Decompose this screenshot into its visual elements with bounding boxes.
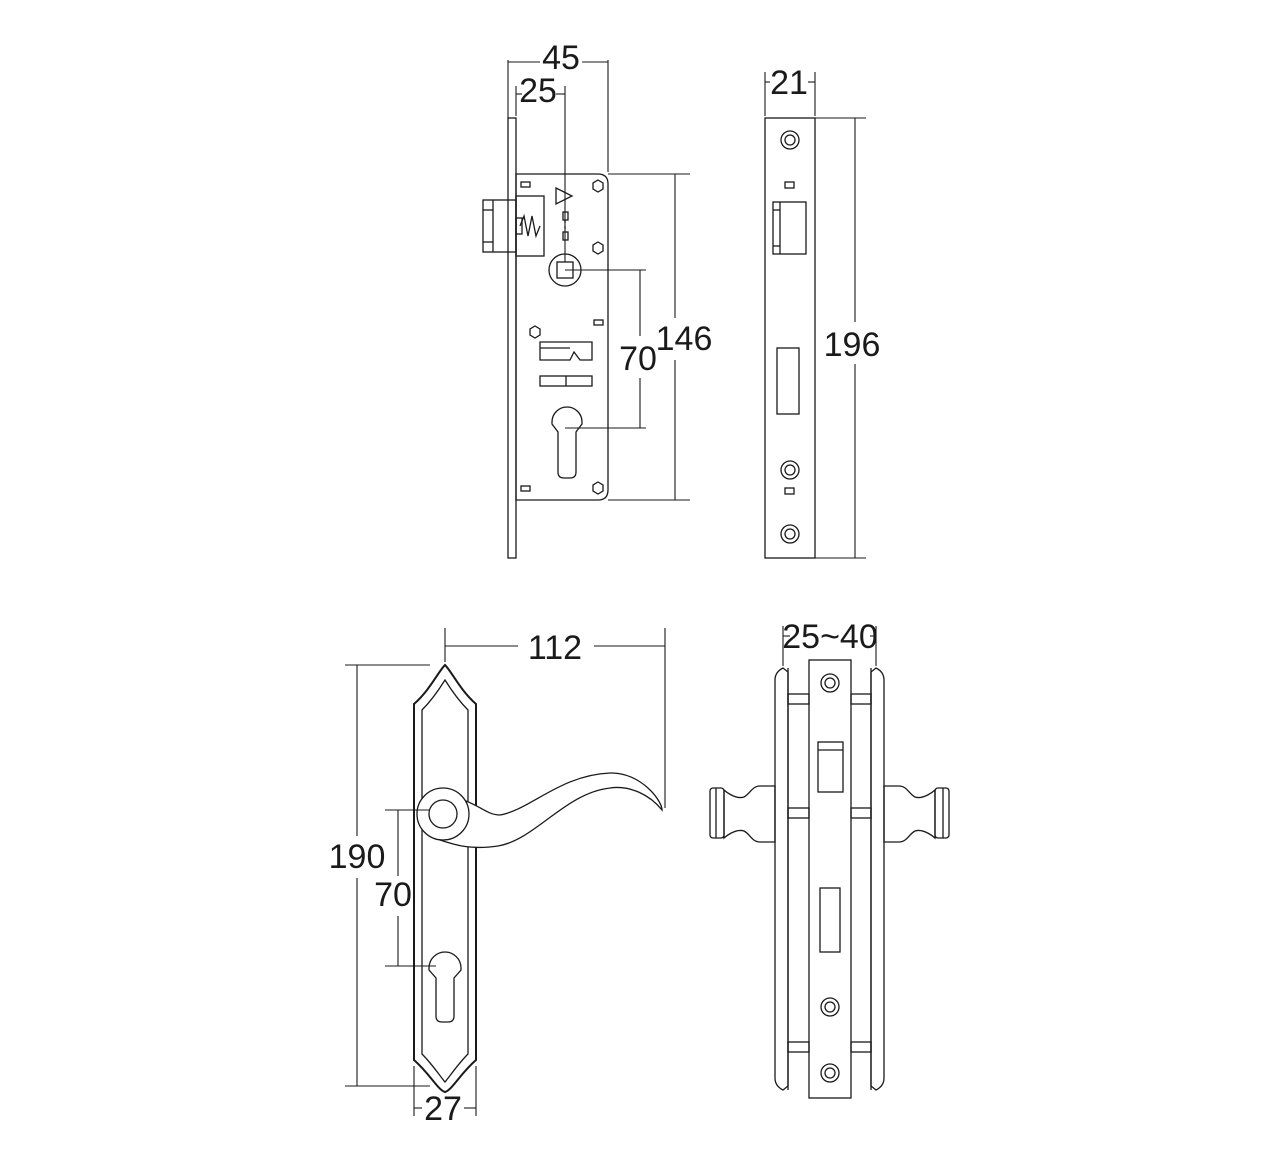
dim-faceplate-width: 21 xyxy=(770,64,808,102)
screw-icon xyxy=(592,481,604,495)
latch-bolt xyxy=(482,199,517,253)
latch-spring xyxy=(519,213,541,239)
lock-faceplate-edge xyxy=(507,117,517,559)
screw-hole-icon xyxy=(780,130,800,150)
screw-icon xyxy=(592,179,604,193)
lock-body-view: 45 25 70 146 xyxy=(482,39,713,559)
cylinder-hole xyxy=(551,406,583,479)
right-lever-profile xyxy=(883,785,950,843)
faceplate-view: 21 196 xyxy=(764,64,881,559)
latch-opening xyxy=(817,741,844,793)
screw-hole-icon xyxy=(820,997,840,1017)
lock-case xyxy=(515,173,609,501)
handle-backplate-inner xyxy=(421,678,469,1084)
handle-front-view: 112 190 70 27 xyxy=(329,628,666,1128)
screw-hole-icon xyxy=(780,524,800,544)
trigger-icon xyxy=(555,186,574,206)
dim-handle-centers: 70 xyxy=(374,876,412,914)
deadbolt-opening xyxy=(776,347,800,415)
keyhole xyxy=(428,951,462,1023)
dim-faceplate-height: 196 xyxy=(824,326,881,364)
handle-side-view: 25~40 xyxy=(709,618,950,1099)
dim-lock-width: 45 xyxy=(542,39,580,77)
handle-backplate xyxy=(413,663,477,1094)
right-backplate xyxy=(870,667,885,1091)
dim-case-height: 146 xyxy=(656,320,713,358)
latch-opening xyxy=(772,201,807,255)
dim-plate-width: 27 xyxy=(424,1090,462,1128)
deadbolt xyxy=(539,341,593,361)
left-backplate xyxy=(774,667,789,1091)
dim-handle-length: 112 xyxy=(528,629,582,667)
dim-door-thickness: 25~40 xyxy=(782,618,878,656)
screw-hole-icon xyxy=(780,460,800,480)
lever-handle xyxy=(429,772,663,849)
screw-icon xyxy=(529,325,541,339)
left-lever-profile xyxy=(709,785,776,843)
deadbolt-opening xyxy=(819,887,841,953)
dim-lock-centers: 70 xyxy=(619,340,657,378)
screw-icon xyxy=(592,241,604,255)
screw-hole-icon xyxy=(820,1063,840,1083)
dim-plate-height: 190 xyxy=(329,838,386,876)
dim-backset: 25 xyxy=(519,72,557,110)
screw-hole-icon xyxy=(820,673,840,693)
side-faceplate xyxy=(808,659,852,1099)
faceplate xyxy=(764,117,816,559)
